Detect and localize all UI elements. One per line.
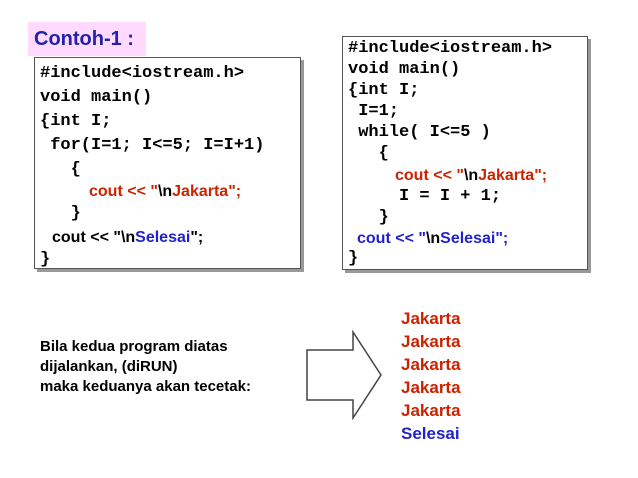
code-line: I=1; xyxy=(348,102,400,121)
cout-prefix: cout << " xyxy=(357,230,426,247)
cout-prefix: cout << " xyxy=(89,183,158,200)
selesai-word: Selesai xyxy=(135,229,191,246)
newline-escape: \n xyxy=(120,229,136,246)
slide-title: Contoh-1 : xyxy=(28,22,146,56)
jakarta-word: Jakarta xyxy=(172,183,229,200)
description-line: Bila kedua program diatas xyxy=(40,338,228,355)
code-line: {int I; xyxy=(348,81,420,100)
code-line: } xyxy=(348,208,389,227)
code-box-while-loop xyxy=(342,36,588,270)
output-line: Jakarta xyxy=(401,332,461,351)
cout-prefix: cout << " xyxy=(52,229,121,246)
code-line: } xyxy=(40,250,51,269)
selesai-word: Selesai xyxy=(440,230,496,247)
right-arrow-icon xyxy=(306,330,382,420)
code-line: { xyxy=(348,144,389,163)
cout-suffix: "; xyxy=(534,167,548,184)
output-line: Jakarta xyxy=(401,309,461,328)
cout-suffix: "; xyxy=(228,183,242,200)
cout-jakarta-line: cout << "\nJakarta"; xyxy=(395,166,547,186)
code-line: } xyxy=(348,249,359,268)
output-line: Jakarta xyxy=(401,401,461,420)
code-line: } xyxy=(40,204,81,223)
description-line: maka keduanya akan tecetak: xyxy=(40,378,251,395)
code-line: void main() xyxy=(348,60,461,79)
cout-prefix: cout << " xyxy=(395,167,464,184)
code-line: { xyxy=(40,160,81,179)
output-line: Jakarta xyxy=(401,355,461,374)
jakarta-word: Jakarta xyxy=(478,167,535,184)
newline-escape: \n xyxy=(425,230,441,247)
code-box-for-loop xyxy=(34,57,301,269)
cout-selesai-line: cout << "\nSelesai"; xyxy=(357,229,508,249)
cout-jakarta-line: cout << "\nJakarta"; xyxy=(89,182,241,202)
code-line: for(I=1; I<=5; I=I+1) xyxy=(40,136,265,155)
code-line: #include<iostream.h> xyxy=(40,64,245,83)
newline-escape: \n xyxy=(463,167,479,184)
cout-suffix: "; xyxy=(495,230,509,247)
code-line: {int I; xyxy=(40,112,112,131)
code-line: #include<iostream.h> xyxy=(348,39,553,58)
description-text: Bila kedua program diatas dijalankan, (d… xyxy=(40,337,251,397)
cout-selesai-line: cout << "\nSelesai"; xyxy=(52,228,203,248)
cout-suffix: "; xyxy=(190,229,204,246)
description-line: dijalankan, (diRUN) xyxy=(40,358,178,375)
code-line: I = I + 1; xyxy=(348,187,502,206)
newline-escape: \n xyxy=(157,183,173,200)
code-line: while( I<=5 ) xyxy=(348,123,491,142)
code-line: void main() xyxy=(40,88,153,107)
output-line-selesai: Selesai xyxy=(401,424,460,443)
output-line: Jakarta xyxy=(401,378,461,397)
